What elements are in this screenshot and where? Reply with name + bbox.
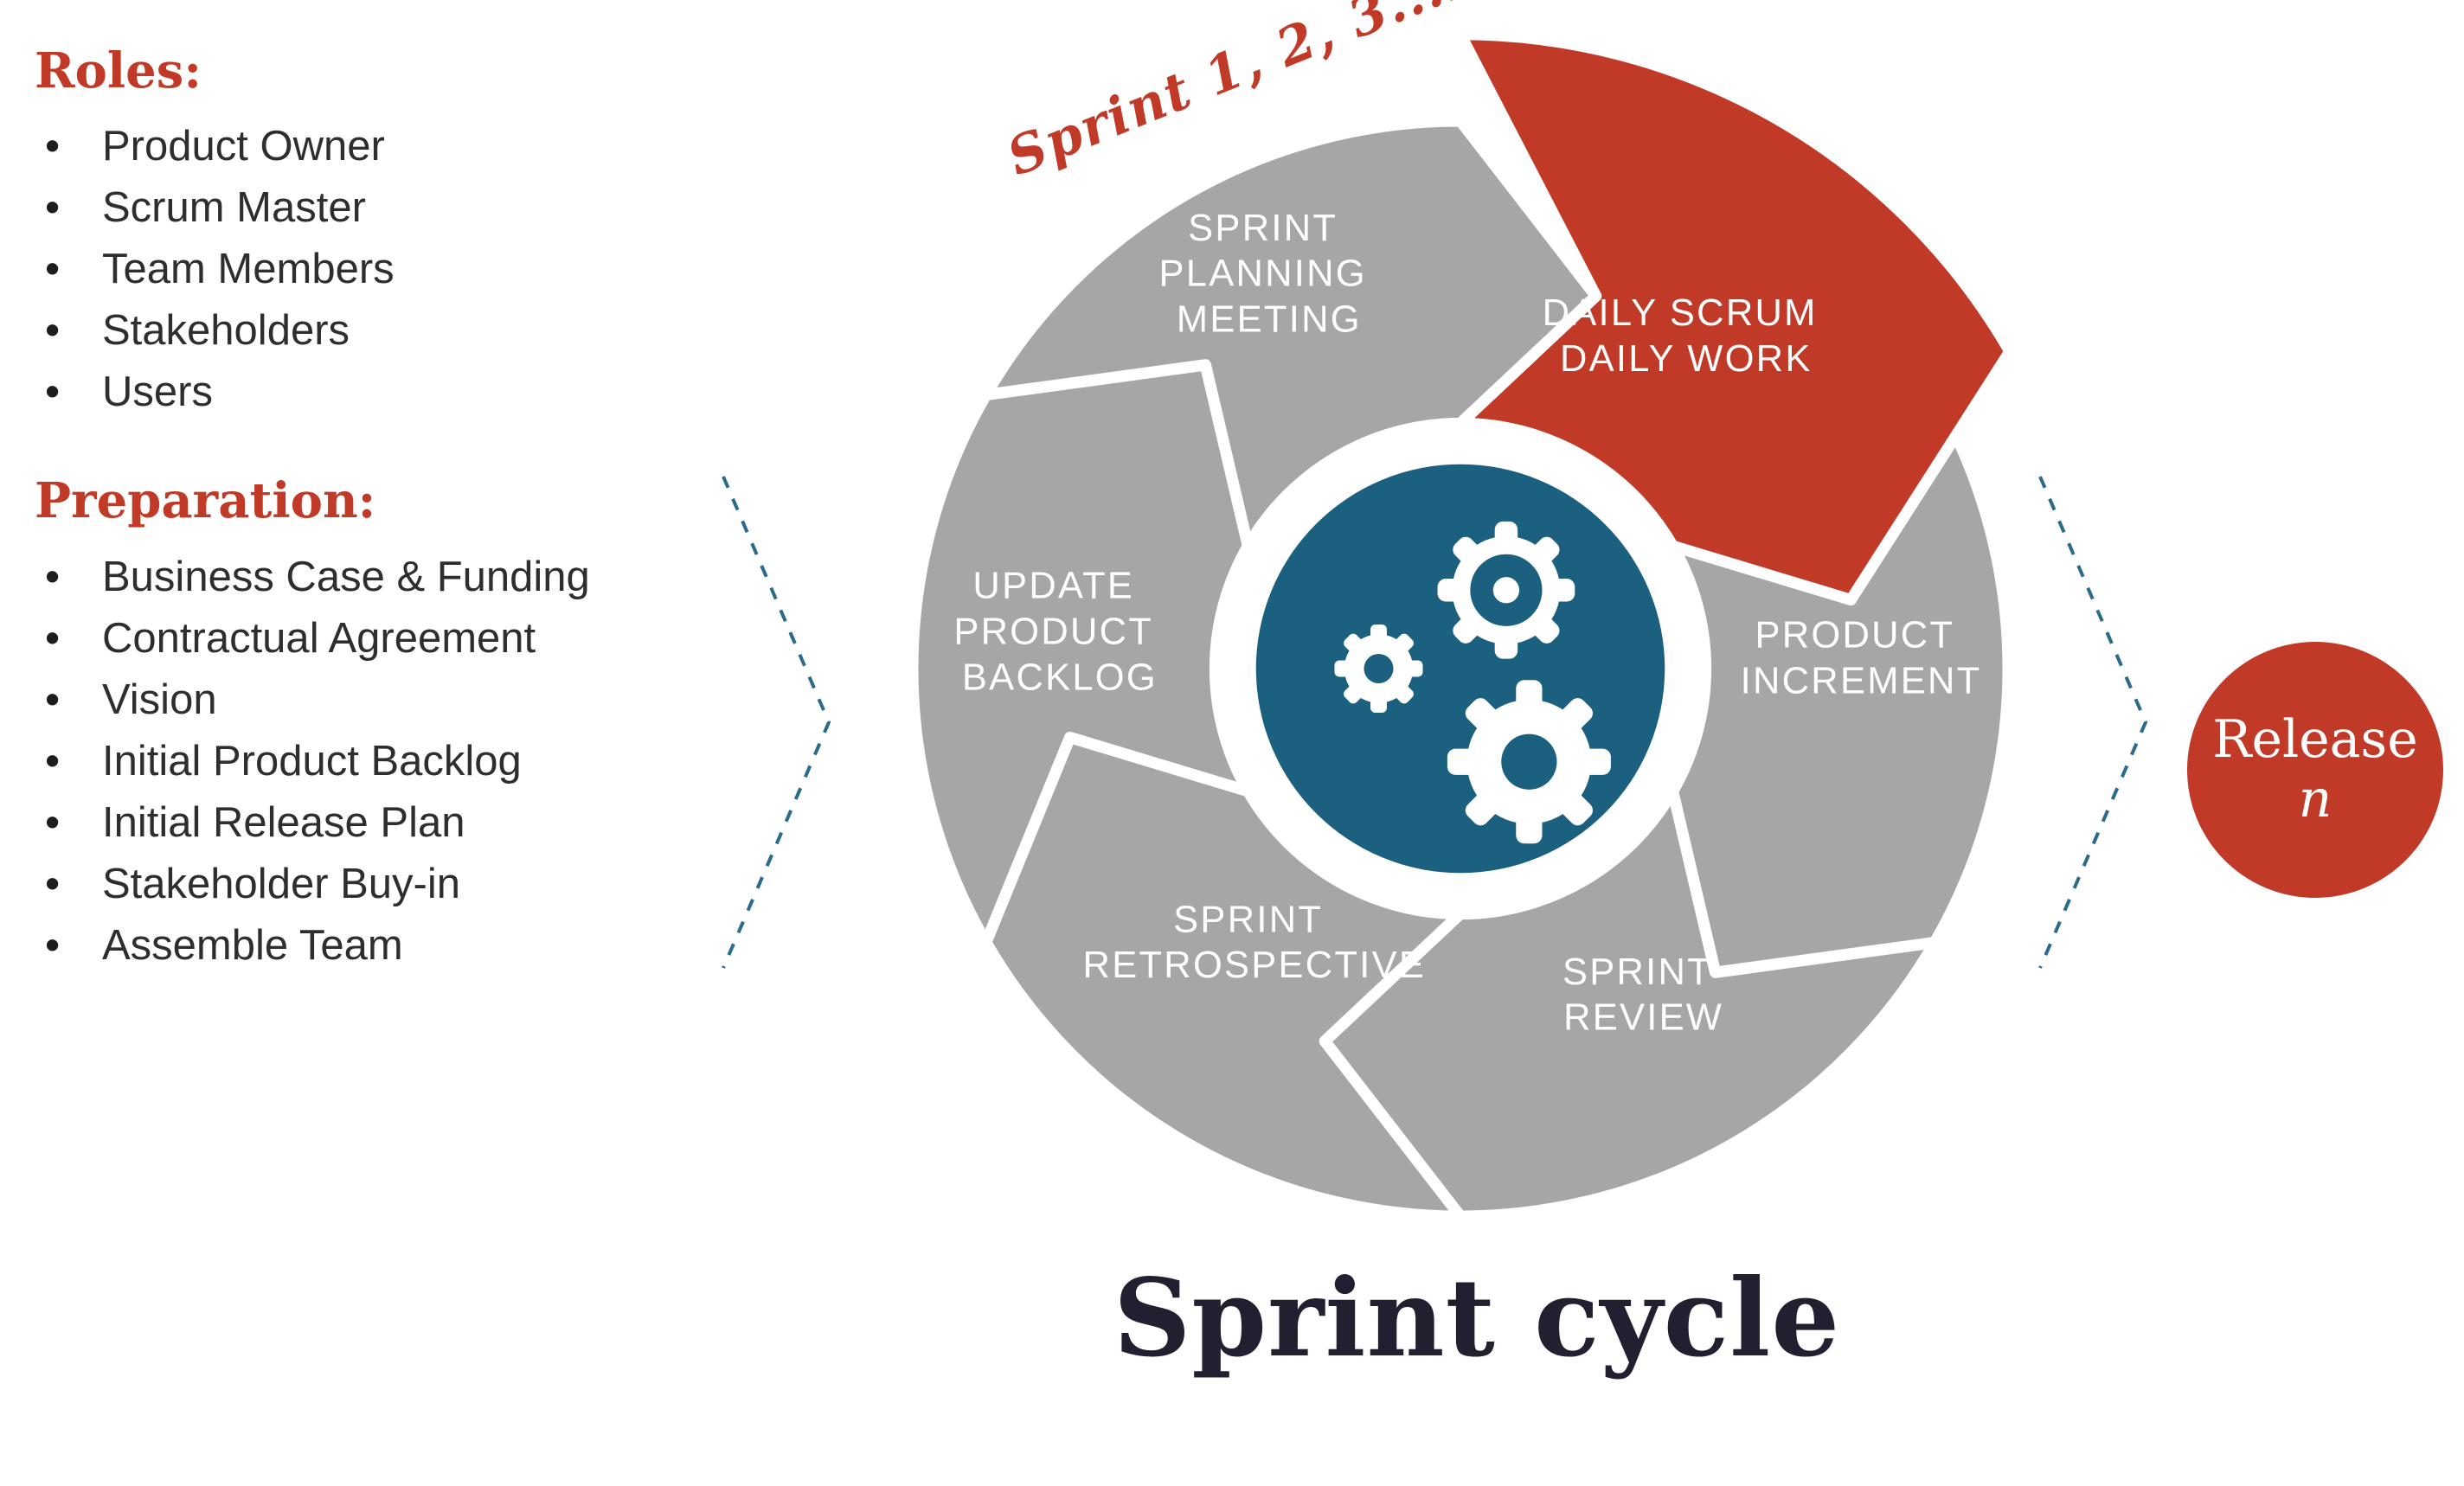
page-title: Sprint cycle	[1113, 1256, 1841, 1381]
roles-item: Scrum Master	[35, 177, 813, 239]
preparation-item: Assemble Team	[35, 915, 813, 977]
segment-sprint-retrospective	[980, 731, 1466, 1222]
release-badge: Release n	[2187, 642, 2443, 898]
roles-item: Product Owner	[35, 116, 813, 177]
roles-item: Stakeholders	[35, 300, 813, 362]
segment-label-sprint-retrospective: SPRINT RETROSPECTIVE	[1083, 899, 1427, 986]
preparation-item: Vision	[35, 669, 813, 731]
segment-product-increment	[1666, 388, 2014, 978]
segment-update-product-backlog	[907, 359, 1254, 949]
legend-panel: Roles: Product Owner Scrum Master Team M…	[35, 43, 813, 977]
preparation-item: Stakeholder Buy-in	[35, 854, 813, 915]
preparation-item: Initial Release Plan	[35, 792, 813, 854]
release-label: Release	[2212, 709, 2418, 770]
gear-icon	[1447, 680, 1611, 844]
preparation-list: Business Case & Funding Contractual Agre…	[35, 547, 813, 977]
gear-icon	[1334, 624, 1423, 714]
segment-label-update-product-backlog: UPDATE PRODUCT BACKLOG	[953, 566, 1165, 699]
gear-icon	[1437, 521, 1575, 659]
roles-list: Product Owner Scrum Master Team Members …	[35, 116, 813, 423]
segment-label-sprint-planning-meeting: SPRINT PLANNING MEETING	[1159, 208, 1380, 341]
preparation-heading: Preparation:	[35, 472, 376, 530]
segment-daily-scrum-daily-work	[1454, 29, 2016, 606]
scrum-cycle-diagram: SPRINT PLANNING MEETING DAILY SCRUM DAIL…	[907, 29, 2016, 1222]
segment-label-product-increment: PRODUCT INCREMENT	[1741, 614, 1982, 701]
roles-item: Team Members	[35, 239, 813, 300]
segment-sprint-review	[1319, 785, 1941, 1222]
hub-circle	[1255, 464, 1665, 874]
preparation-item: Business Case & Funding	[35, 547, 813, 608]
segment-label-sprint-review: SPRINT REVIEW	[1562, 951, 1724, 1039]
gears-icon	[1334, 521, 1611, 844]
preparation-item: Contractual Agreement	[35, 608, 813, 669]
segment-sprint-planning-meeting	[980, 115, 1602, 552]
roles-heading: Roles:	[35, 42, 202, 99]
segment-label-daily-scrum-daily-work: DAILY SCRUM DAILY WORK	[1543, 292, 1830, 380]
release-n-label: n	[2298, 769, 2332, 829]
dashed-chevron-right	[2038, 476, 2148, 969]
roles-item: Users	[35, 362, 813, 423]
dashed-chevron-left	[722, 476, 831, 969]
preparation-item: Initial Product Backlog	[35, 731, 813, 792]
